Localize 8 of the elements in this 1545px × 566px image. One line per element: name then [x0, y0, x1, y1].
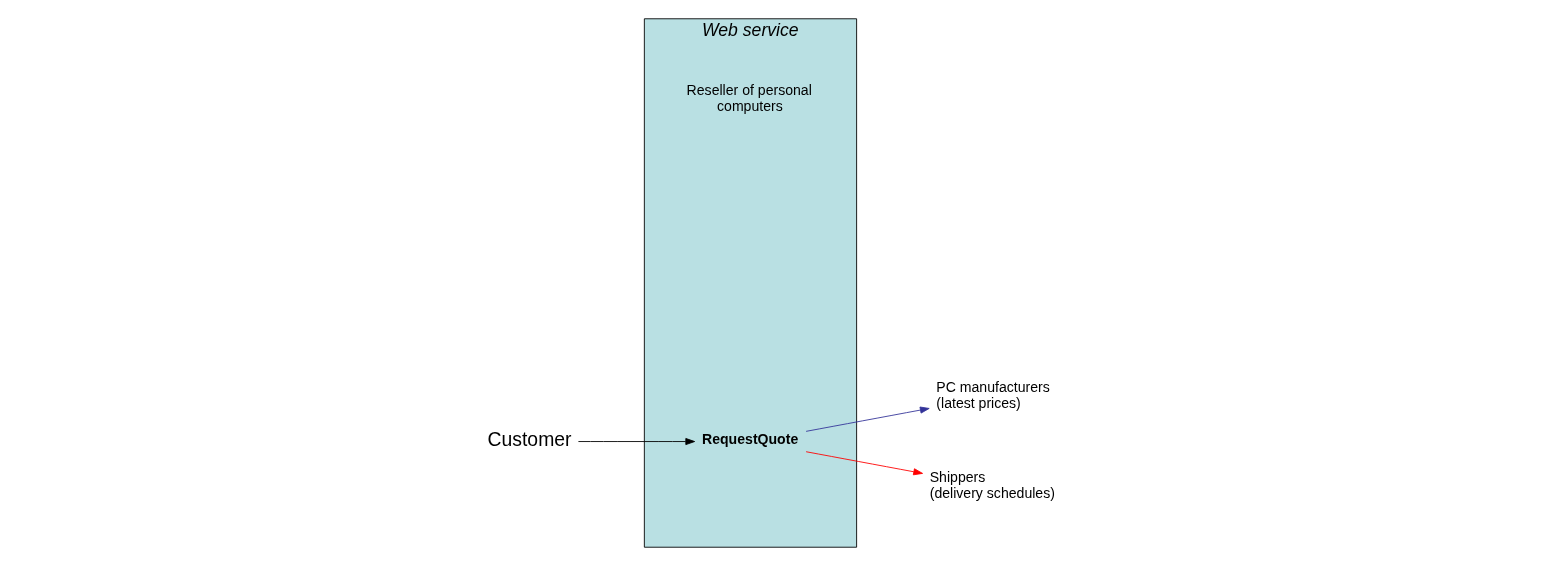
- node-text: Shippers (delivery schedules): [929, 468, 1055, 501]
- node-text: RequestQuote: [702, 431, 799, 448]
- arrow: [577, 438, 696, 446]
- arrow: [805, 406, 930, 432]
- node-label: Reseller of personal computers: [686, 82, 812, 115]
- node-text: Customer: [487, 428, 572, 451]
- arrow: [805, 451, 923, 476]
- node-text: PC manufacturers (latest prices): [936, 379, 1050, 411]
